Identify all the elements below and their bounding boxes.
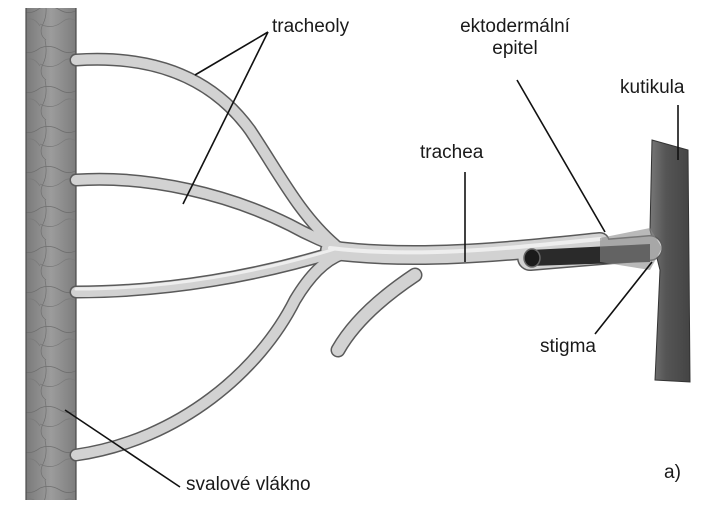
label-kutikula: kutikula <box>620 77 684 99</box>
label-svalove-vlakno: svalové vlákno <box>186 474 311 496</box>
label-ektodermalni-epitel: ektodermální epitel <box>450 16 580 60</box>
muscle-fiber <box>26 8 76 500</box>
leader-ektodermalni-epitel <box>517 80 605 232</box>
label-trachea: trachea <box>420 142 483 164</box>
label-tracheoly: tracheoly <box>272 16 349 38</box>
label-stigma: stigma <box>540 336 596 358</box>
panel-label: a) <box>664 462 681 484</box>
cuticle <box>650 140 690 382</box>
label-ektodermalni-line2: epitel <box>450 38 580 60</box>
label-ektodermalni-line1: ektodermální <box>450 16 580 38</box>
leader-stigma <box>595 262 652 334</box>
